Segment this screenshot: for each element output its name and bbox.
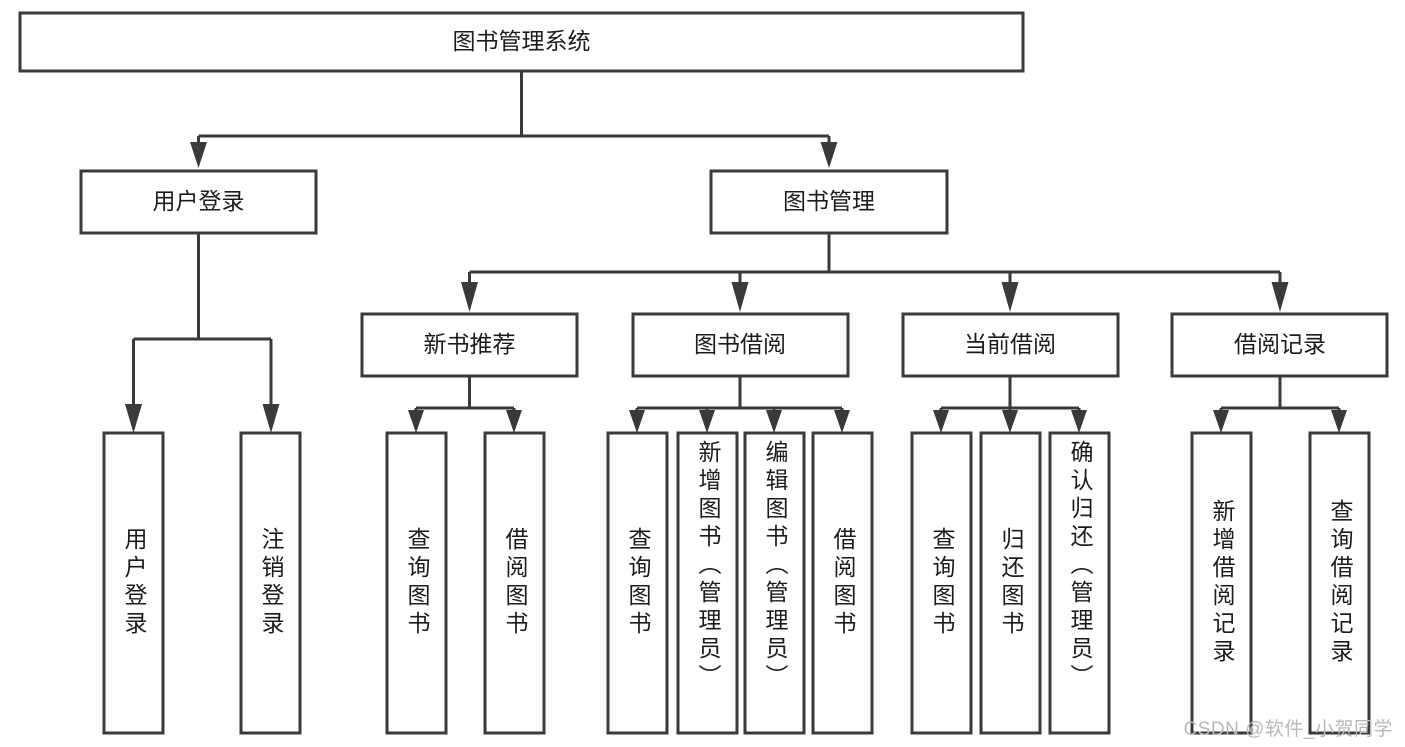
leaf-box-book-borrow-0[interactable]	[606, 431, 669, 735]
node-book-manage-box[interactable]	[709, 169, 949, 235]
arrow-newbook-leaf0	[408, 410, 424, 433]
node-new-book-recommend-label: 新书推荐	[424, 331, 516, 357]
leaf-box-borrow-record-0[interactable]	[1190, 431, 1253, 735]
node-root-box[interactable]	[18, 11, 1025, 73]
leaf-box-book-borrow-1[interactable]	[676, 431, 739, 735]
arrow-userlogin-leaf0	[125, 404, 142, 433]
node-borrow-record-label: 借阅记录	[1234, 331, 1326, 357]
node-root-label: 图书管理系统	[453, 28, 591, 54]
leaf-box-user-login-0[interactable]	[102, 431, 165, 735]
node-user-login[interactable]: 用户登录	[79, 169, 318, 235]
node-book-borrow-box[interactable]	[631, 312, 850, 378]
watermark-text: CSDN @软件_小贺同学	[1183, 719, 1393, 740]
arrow-currentborrow-leaf0	[933, 410, 949, 433]
arrow-userlogin-leaf1	[262, 404, 280, 433]
arrow-borrowrecord-leaf1	[1331, 410, 1347, 433]
arrow-bookborrow-leaf0	[629, 410, 645, 433]
node-new-book-recommend-box[interactable]	[360, 312, 579, 378]
node-book-borrow-label: 图书借阅	[694, 331, 786, 357]
leaf-box-borrow-record-1[interactable]	[1308, 431, 1371, 735]
arrow-to-book-manage	[820, 142, 838, 168]
leaf-box-current-borrow-2[interactable]	[1048, 431, 1111, 735]
leaf-box-user-login-1[interactable]	[239, 431, 302, 735]
arrow-newbook-leaf1	[506, 410, 522, 433]
node-current-borrow-label: 当前借阅	[964, 331, 1056, 357]
arrow-to-new-book	[461, 282, 478, 312]
arrow-to-current-borrow	[1001, 282, 1019, 312]
node-root[interactable]: 图书管理系统	[18, 11, 1025, 73]
arrow-to-book-borrow	[731, 282, 749, 312]
leaf-box-current-borrow-1[interactable]	[979, 431, 1042, 735]
node-current-borrow-box[interactable]	[901, 312, 1120, 378]
arrow-to-user-login	[190, 142, 207, 168]
node-borrow-record[interactable]: 借阅记录	[1170, 312, 1389, 378]
node-book-borrow[interactable]: 图书借阅	[631, 312, 850, 378]
leaf-box-book-borrow-3[interactable]	[811, 431, 874, 735]
arrow-bookborrow-leaf1	[699, 410, 715, 433]
node-book-manage-label: 图书管理	[783, 188, 875, 214]
arrow-to-borrow-record	[1271, 282, 1289, 312]
arrow-bookborrow-leaf2	[766, 410, 782, 433]
leaf-box-new-book-1[interactable]	[483, 431, 546, 735]
leaf-box-new-book-0[interactable]	[385, 431, 448, 735]
node-borrow-record-box[interactable]	[1170, 312, 1389, 378]
arrow-bookborrow-leaf3	[834, 410, 850, 433]
node-user-login-box[interactable]	[79, 169, 318, 235]
node-book-manage[interactable]: 图书管理	[709, 169, 949, 235]
arrow-currentborrow-leaf1	[1002, 410, 1018, 433]
arrow-borrowrecord-leaf0	[1213, 410, 1229, 433]
arrow-currentborrow-leaf2	[1071, 410, 1087, 433]
leaf-box-current-borrow-0[interactable]	[910, 431, 973, 735]
leaf-box-book-borrow-2[interactable]	[743, 431, 806, 735]
node-user-login-label: 用户登录	[153, 188, 245, 214]
connector-group	[125, 71, 1347, 433]
node-new-book-recommend[interactable]: 新书推荐	[360, 312, 579, 378]
node-current-borrow[interactable]: 当前借阅	[901, 312, 1120, 378]
